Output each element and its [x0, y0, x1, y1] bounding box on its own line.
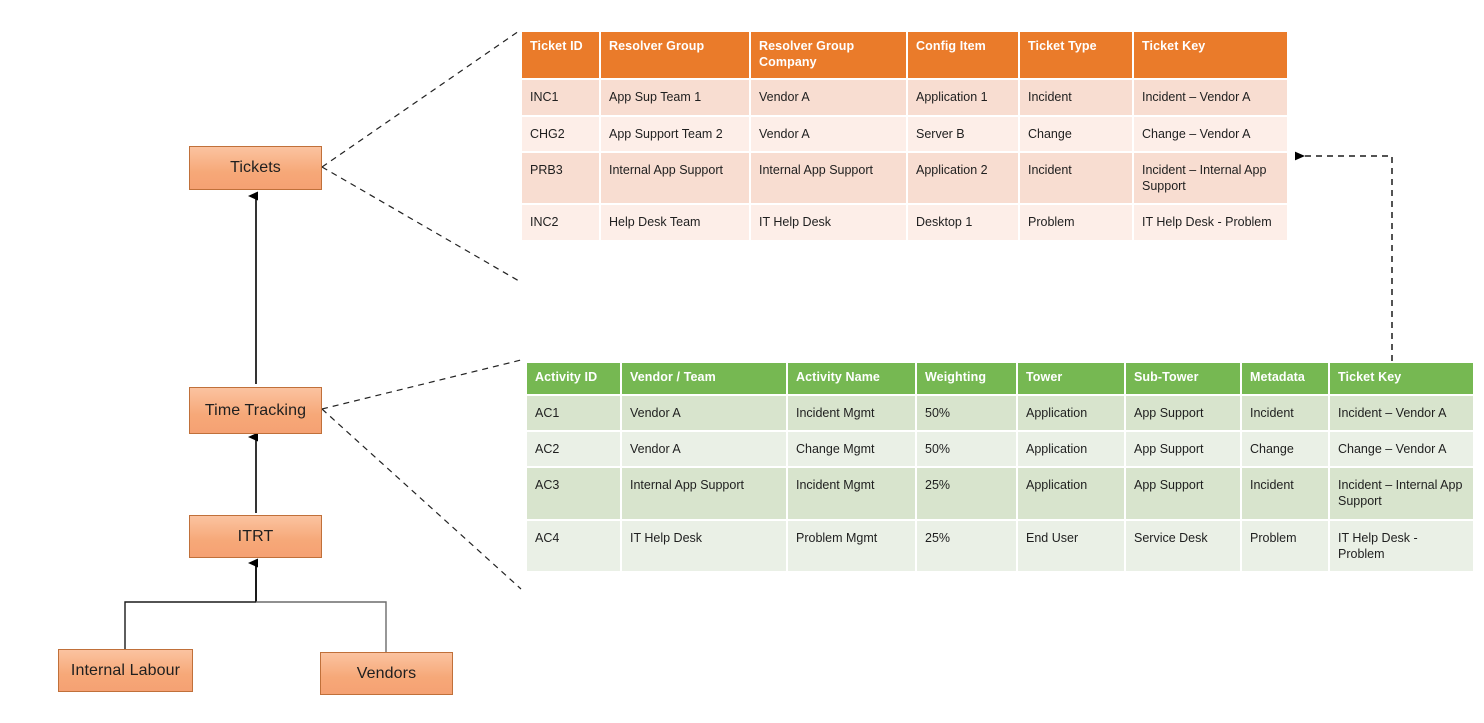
cell-ticket-type: Change — [1020, 116, 1132, 151]
cell-vendor-team: IT Help Desk — [622, 520, 786, 572]
cell-vendor-team: Vendor A — [622, 395, 786, 430]
cell-activity-id: AC3 — [527, 468, 620, 519]
cell-config-item: Application 1 — [908, 80, 1018, 115]
cell-ticket-key: Incident – Vendor A — [1330, 395, 1473, 430]
col-header-ticket-key[interactable]: Ticket Key — [1134, 32, 1287, 79]
table-row[interactable]: PRB3 Internal App Support Internal App S… — [522, 152, 1287, 204]
cell-tower: Application — [1018, 468, 1124, 519]
cell-ticket-id: INC2 — [522, 205, 599, 240]
cell-activity-name: Change Mgmt — [788, 431, 915, 467]
cell-ticket-key: Incident – Internal App Support — [1330, 468, 1473, 519]
cell-ticket-id: PRB3 — [522, 152, 599, 204]
cell-resolver-group-company: IT Help Desk — [751, 205, 906, 240]
col-header-tower[interactable]: Tower — [1018, 363, 1124, 394]
cell-config-item: Application 2 — [908, 152, 1018, 204]
cell-weighting: 25% — [917, 468, 1016, 519]
callout-timetracking-top — [321, 359, 522, 410]
col-header-activity-id[interactable]: Activity ID — [527, 363, 620, 394]
cell-config-item: Desktop 1 — [908, 205, 1018, 240]
cell-sub-tower: Service Desk — [1126, 520, 1240, 572]
flow-node-vendors-label: Vendors — [356, 664, 417, 682]
cell-activity-id: AC1 — [527, 395, 620, 430]
flow-node-itrt[interactable]: ITRT — [189, 515, 322, 558]
col-header-ticket-key[interactable]: Ticket Key — [1330, 363, 1473, 394]
cell-ticket-key: Incident – Internal App Support — [1134, 152, 1287, 204]
cell-vendor-team: Internal App Support — [622, 468, 786, 519]
table-row[interactable]: AC1 Vendor A Incident Mgmt 50% Applicati… — [527, 395, 1473, 430]
cell-metadata: Incident — [1242, 395, 1328, 430]
col-header-resolver-group[interactable]: Resolver Group — [601, 32, 749, 79]
tickets-table-header-row: Ticket ID Resolver Group Resolver Group … — [522, 32, 1287, 79]
cell-ticket-type: Problem — [1020, 205, 1132, 240]
cell-weighting: 50% — [917, 395, 1016, 430]
tickets-table: Ticket ID Resolver Group Resolver Group … — [520, 30, 1289, 242]
cell-weighting: 50% — [917, 431, 1016, 467]
flow-node-tickets-label: Tickets — [230, 159, 281, 177]
table-row[interactable]: AC2 Vendor A Change Mgmt 50% Application… — [527, 431, 1473, 467]
cell-activity-id: AC2 — [527, 431, 620, 467]
table-row[interactable]: AC3 Internal App Support Incident Mgmt 2… — [527, 468, 1473, 519]
edge-internal-labour-to-merge — [124, 601, 256, 650]
cell-activity-name: Incident Mgmt — [788, 395, 915, 430]
col-header-metadata[interactable]: Metadata — [1242, 363, 1328, 394]
cell-tower: Application — [1018, 395, 1124, 430]
cell-ticket-key: IT Help Desk - Problem — [1330, 520, 1473, 572]
flow-node-vendors[interactable]: Vendors — [320, 652, 453, 695]
cell-resolver-group: App Support Team 2 — [601, 116, 749, 151]
col-header-weighting[interactable]: Weighting — [917, 363, 1016, 394]
flow-node-time-tracking-label: Time Tracking — [204, 401, 307, 419]
cell-resolver-group: App Sup Team 1 — [601, 80, 749, 115]
cell-ticket-type: Incident — [1020, 152, 1132, 204]
cell-ticket-id: CHG2 — [522, 116, 599, 151]
cell-sub-tower: App Support — [1126, 395, 1240, 430]
col-header-vendor-team[interactable]: Vendor / Team — [622, 363, 786, 394]
col-header-sub-tower[interactable]: Sub-Tower — [1126, 363, 1240, 394]
cell-activity-name: Problem Mgmt — [788, 520, 915, 572]
edge-ticket-key-join — [1295, 151, 1393, 361]
cell-resolver-group-company: Vendor A — [751, 80, 906, 115]
col-header-ticket-id[interactable]: Ticket ID — [522, 32, 599, 79]
callout-timetracking-bottom — [321, 408, 522, 590]
cell-activity-id: AC4 — [527, 520, 620, 572]
table-row[interactable]: CHG2 App Support Team 2 Vendor A Server … — [522, 116, 1287, 151]
table-row[interactable]: AC4 IT Help Desk Problem Mgmt 25% End Us… — [527, 520, 1473, 572]
cell-sub-tower: App Support — [1126, 468, 1240, 519]
cell-resolver-group: Internal App Support — [601, 152, 749, 204]
col-header-activity-name[interactable]: Activity Name — [788, 363, 915, 394]
cell-resolver-group: Help Desk Team — [601, 205, 749, 240]
cell-metadata: Change — [1242, 431, 1328, 467]
cell-tower: Application — [1018, 431, 1124, 467]
cell-resolver-group-company: Internal App Support — [751, 152, 906, 204]
cell-ticket-key: Incident – Vendor A — [1134, 80, 1287, 115]
flow-node-internal-labour[interactable]: Internal Labour — [58, 649, 193, 692]
cell-sub-tower: App Support — [1126, 431, 1240, 467]
flow-node-tickets[interactable]: Tickets — [189, 146, 322, 190]
col-header-resolver-group-company[interactable]: Resolver Group Company — [751, 32, 906, 79]
flow-node-itrt-label: ITRT — [237, 527, 274, 545]
cell-activity-name: Incident Mgmt — [788, 468, 915, 519]
cell-ticket-key: IT Help Desk - Problem — [1134, 205, 1287, 240]
cell-config-item: Server B — [908, 116, 1018, 151]
cell-metadata: Incident — [1242, 468, 1328, 519]
activity-table: Activity ID Vendor / Team Activity Name … — [525, 361, 1475, 573]
col-header-config-item[interactable]: Config Item — [908, 32, 1018, 79]
flow-node-time-tracking[interactable]: Time Tracking — [189, 387, 322, 434]
table-row[interactable]: INC1 App Sup Team 1 Vendor A Application… — [522, 80, 1287, 115]
cell-ticket-type: Incident — [1020, 80, 1132, 115]
cell-ticket-key: Change – Vendor A — [1330, 431, 1473, 467]
col-header-ticket-type[interactable]: Ticket Type — [1020, 32, 1132, 79]
edge-vendors-to-merge — [256, 601, 387, 652]
cell-weighting: 25% — [917, 520, 1016, 572]
cell-ticket-key: Change – Vendor A — [1134, 116, 1287, 151]
cell-ticket-id: INC1 — [522, 80, 599, 115]
callout-tickets-bottom — [321, 166, 520, 282]
cell-tower: End User — [1018, 520, 1124, 572]
callout-tickets-top — [321, 30, 520, 168]
flow-node-internal-labour-label: Internal Labour — [70, 661, 181, 679]
cell-metadata: Problem — [1242, 520, 1328, 572]
table-row[interactable]: INC2 Help Desk Team IT Help Desk Desktop… — [522, 205, 1287, 240]
cell-vendor-team: Vendor A — [622, 431, 786, 467]
activity-table-header-row: Activity ID Vendor / Team Activity Name … — [527, 363, 1473, 394]
cell-resolver-group-company: Vendor A — [751, 116, 906, 151]
